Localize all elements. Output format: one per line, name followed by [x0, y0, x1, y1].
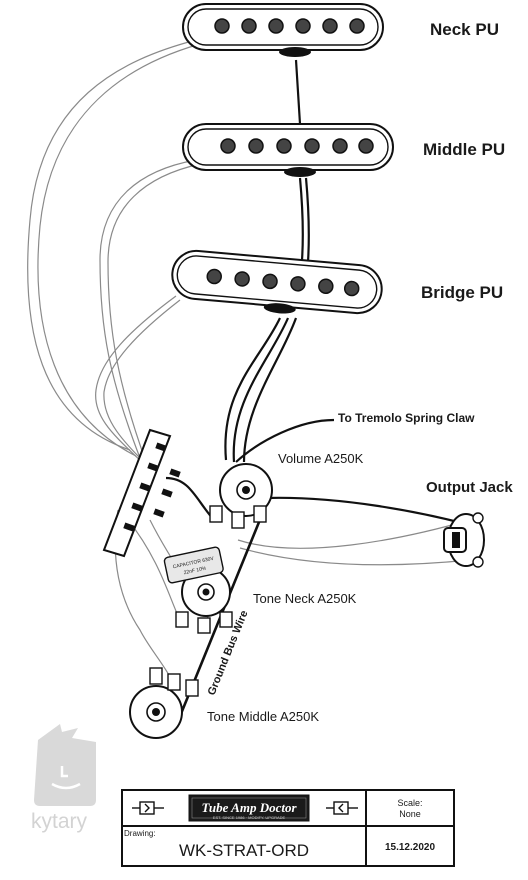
drawing-label: Drawing:: [124, 829, 156, 838]
right-connector-icon: [326, 801, 358, 815]
logo-text: Tube Amp Doctor: [201, 800, 297, 815]
black-wires: [165, 59, 467, 727]
middle-pickup: [182, 123, 394, 177]
drawing-number: WK-STRAT-ORD: [179, 841, 309, 860]
watermark-brand: kytary: [31, 810, 88, 833]
capacitor: CAPACITOR 630V 22nF 10%: [163, 546, 224, 584]
output-jack: [443, 512, 485, 568]
volume-pot: [209, 463, 273, 529]
kytary-logo-icon: [34, 724, 96, 806]
tone-neck-label: Tone Neck A250K: [253, 591, 357, 606]
tone-middle-label: Tone Middle A250K: [207, 709, 319, 724]
selector-switch: [102, 428, 181, 558]
scale-label: Scale:: [397, 798, 422, 808]
left-connector-icon: [132, 801, 164, 815]
neck-pickup: [182, 3, 384, 57]
tremolo-label: To Tremolo Spring Claw: [338, 411, 475, 425]
drawing-date: 15.12.2020: [385, 842, 435, 853]
output-jack-label: Output Jack: [426, 479, 513, 496]
capacitor-line-2: 22nF 10%: [183, 565, 207, 576]
grey-wires: [27, 39, 471, 691]
kytary-watermark: kytary: [31, 724, 96, 833]
bridge-pu-label: Bridge PU: [421, 283, 503, 302]
volume-label: Volume A250K: [278, 451, 364, 466]
bridge-pickup: [171, 249, 383, 315]
tone-middle-pot: [129, 667, 199, 739]
title-block: Tube Amp Doctor EST. SINCE 1986 · MODIFY…: [121, 789, 455, 867]
neck-pu-label: Neck PU: [430, 20, 499, 39]
middle-pu-label: Middle PU: [423, 140, 505, 159]
logo-subtext: EST. SINCE 1986 · MODIFY. UPGRADE: [213, 815, 286, 820]
scale-value: None: [399, 809, 421, 819]
tube-amp-doctor-logo: Tube Amp Doctor EST. SINCE 1986 · MODIFY…: [188, 794, 310, 822]
